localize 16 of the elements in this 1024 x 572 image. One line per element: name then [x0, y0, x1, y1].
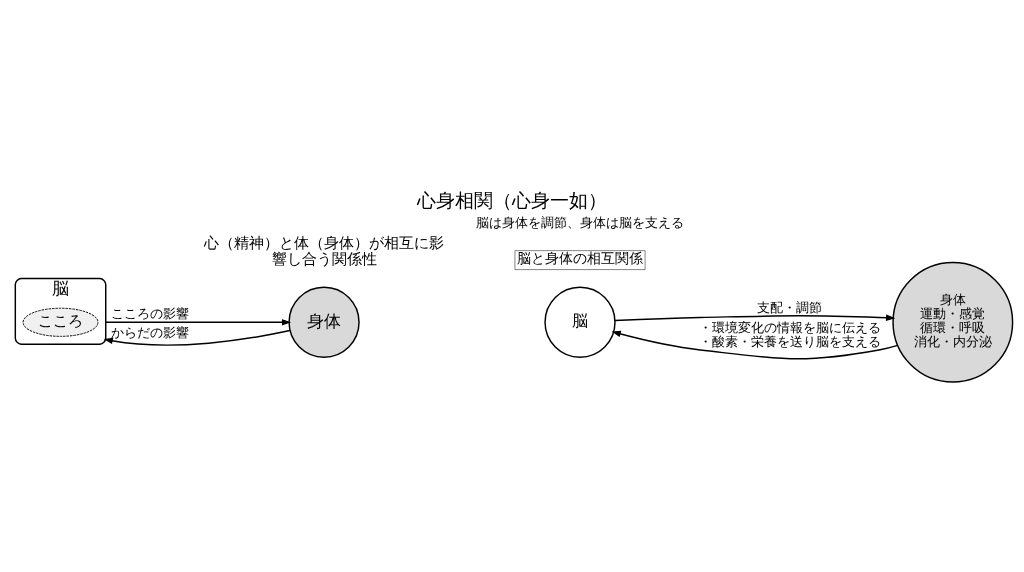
arrow	[614, 314, 896, 322]
diagram-title: 心身相関（心身一如）	[417, 189, 607, 213]
label: 脳は身体を調節、身体は脳を支える	[476, 215, 685, 231]
node-ellipse: こころ	[22, 307, 99, 337]
edge-label: こころの影響	[111, 306, 190, 322]
edge-label: ・環境変化の情報を脳に伝える・酸素・栄養を送り脳を支える	[698, 319, 881, 349]
label: 心（精神）と体（身体）が相互に影響し合う関係性	[204, 233, 445, 267]
edge-label: からだの影響	[111, 324, 190, 340]
node-circle: 身体 運動・感覚 循環・呼吸 消化・内分泌	[892, 261, 1014, 383]
node-box: 脳と身体の相互関係	[514, 250, 646, 270]
node-circle: 脳	[544, 286, 616, 358]
node-circle: 身体	[288, 286, 360, 358]
arrow	[105, 319, 292, 326]
arrow	[103, 329, 291, 346]
arrow	[611, 330, 899, 360]
edge-label: 支配・調節	[757, 300, 823, 315]
